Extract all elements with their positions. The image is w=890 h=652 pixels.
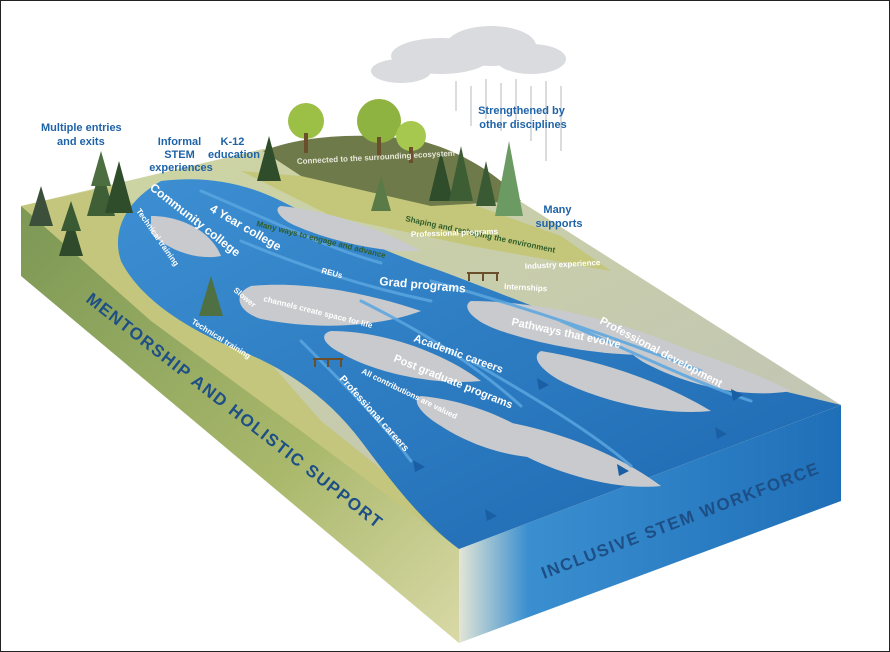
gravel-bar-7	[618, 331, 791, 394]
flow-arrow-icon	[617, 464, 629, 476]
flow-arrow-icon	[413, 460, 425, 472]
tree-icon	[357, 99, 401, 157]
label-internships: Internships	[504, 282, 548, 293]
bridge-icon	[467, 272, 499, 281]
channel-streaks	[199, 189, 753, 468]
label-industry-experience: Industry experience	[525, 258, 602, 271]
label-many-supports: Many supports	[535, 204, 582, 230]
label-strengthened: Strengthened by other disciplines	[478, 105, 568, 131]
tree-icon	[371, 176, 391, 211]
tree-icon	[257, 136, 281, 181]
flow-arrow-icon	[731, 389, 743, 401]
river-main	[117, 179, 842, 549]
tree-icon	[288, 103, 324, 153]
label-informal-stem: Informal STEM experiences	[149, 136, 213, 174]
tree-icons	[29, 99, 523, 316]
label-k12: K-12 education	[208, 136, 260, 161]
block-side-face	[21, 206, 459, 643]
grass-bank-upper	[241, 171, 611, 271]
cloud-icon	[371, 26, 566, 83]
tree-icon	[199, 276, 223, 316]
tree-icon	[105, 161, 133, 213]
rain-icon	[455, 79, 562, 161]
bridge-icon	[313, 358, 343, 367]
block-front-face	[459, 405, 841, 643]
flow-arrow-icon	[715, 427, 727, 439]
grass-bank-left	[21, 186, 459, 549]
tree-icon	[59, 201, 83, 256]
label-professional-programs: Professional programs	[411, 227, 499, 239]
gravel-bar-2	[324, 331, 481, 382]
flow-arrow-icon	[537, 378, 549, 390]
gravel-bar-8	[151, 216, 221, 258]
tree-icon	[396, 121, 426, 163]
flow-arrow-icon	[485, 509, 497, 521]
label-multiple-entries: Multiple entries and exits	[41, 122, 125, 148]
tree-icon	[495, 141, 523, 216]
tree-icon	[429, 151, 453, 201]
gravel-bar-1	[239, 284, 421, 326]
tree-icon	[449, 146, 473, 201]
flow-arrow-icons	[413, 378, 743, 521]
gravel-bar-4	[536, 351, 711, 412]
gravel-bar-9	[277, 206, 421, 252]
tree-icon	[29, 186, 53, 226]
tree-icon	[476, 161, 496, 206]
